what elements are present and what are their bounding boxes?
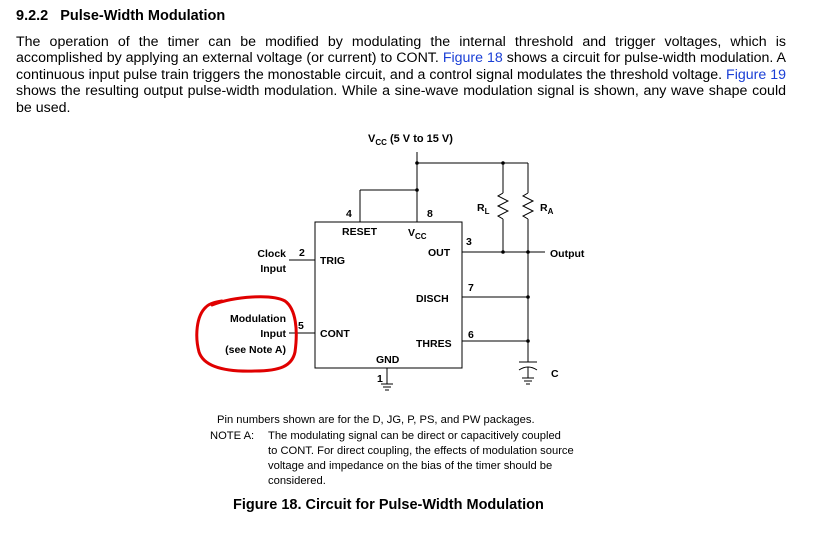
pin-package-note: Pin numbers shown are for the D, JG, P, …: [217, 414, 535, 426]
junction-dots: [415, 161, 530, 343]
cont-label: CONT: [320, 328, 350, 340]
section-heading: 9.2.2 Pulse-Width Modulation: [16, 8, 225, 24]
pin-5: 5: [298, 320, 304, 332]
circuit-wires: [289, 152, 545, 391]
gnd-label: GND: [376, 354, 400, 366]
pin-2: 2: [299, 247, 305, 259]
section-title: Pulse-Width Modulation: [60, 8, 226, 24]
note-a-label: NOTE A:: [210, 430, 255, 442]
body-paragraph: The operation of the timer can be modifi…: [16, 34, 786, 116]
pin-3: 3: [466, 236, 472, 248]
note-a-line-4: considered.: [268, 475, 326, 487]
external-labels: RL RA C Output Clock Input Modulation In…: [225, 202, 585, 380]
pin-numbers: 4 8 3 2 7 5 6 1: [298, 208, 474, 385]
figure-19-link[interactable]: Figure 19: [726, 66, 786, 83]
section-number: 9.2.2: [16, 8, 49, 24]
pin-6: 6: [468, 329, 474, 341]
ra-label: RA: [540, 202, 554, 216]
chip-labels: RESET VCC OUT TRIG DISCH CONT THRES GND: [320, 226, 452, 366]
paragraph-text-3: shows the resulting output pulse-width m…: [16, 83, 786, 116]
clock-label-line1: Clock: [257, 248, 286, 260]
figure-18-link[interactable]: Figure 18: [442, 50, 503, 67]
red-annotation-circle: [195, 295, 298, 373]
note-a-line-1: The modulating signal can be direct or c…: [268, 430, 561, 442]
modulation-label-line3: (see Note A): [225, 344, 286, 356]
trig-label: TRIG: [320, 255, 345, 267]
pin-8: 8: [427, 208, 433, 220]
modulation-label-line1: Modulation: [230, 313, 286, 325]
pin-1: 1: [377, 373, 383, 385]
figure-caption: Figure 18. Circuit for Pulse-Width Modul…: [233, 497, 544, 513]
paragraph-text-2: shows a circuit for pulse-width modulati…: [16, 50, 787, 83]
capacitor-label: C: [551, 368, 559, 380]
paragraph-text-1: The operation of the timer can be modifi…: [16, 34, 786, 67]
rl-label: RL: [477, 202, 490, 216]
out-label: OUT: [428, 247, 451, 259]
pin-7: 7: [468, 282, 474, 294]
thres-label: THRES: [416, 338, 452, 350]
chip-vcc-label: VCC: [408, 227, 427, 241]
modulation-label-line2: Input: [260, 328, 286, 340]
reset-label: RESET: [342, 226, 378, 238]
pin-4: 4: [346, 208, 352, 220]
note-a-line-3: voltage and impedance on the bias of the…: [268, 460, 553, 472]
note-a-line-2: to CONT. For direct coupling, the effect…: [268, 445, 574, 457]
timer-ic-body: [314, 221, 463, 369]
disch-label: DISCH: [416, 293, 449, 305]
vcc-supply-label: VCC (5 V to 15 V): [368, 133, 453, 147]
output-label: Output: [550, 248, 585, 260]
clock-label-line2: Input: [260, 263, 286, 275]
